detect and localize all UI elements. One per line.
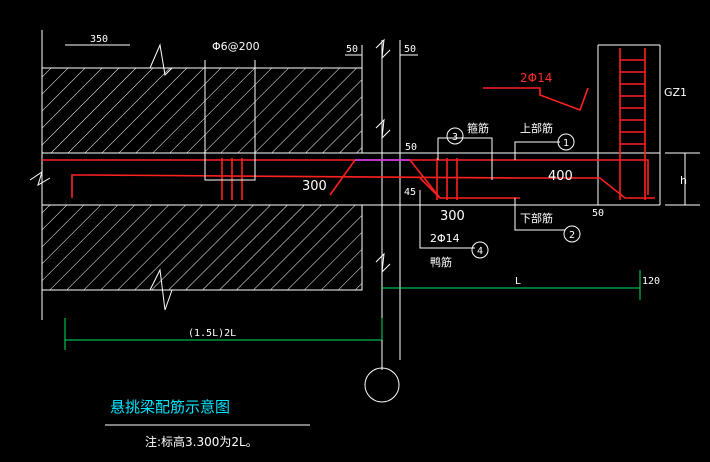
dim-50-b: 50 bbox=[404, 44, 416, 55]
dim-300-b: 300 bbox=[440, 209, 465, 224]
gz1-stirrups bbox=[620, 59, 645, 145]
bar4-num: 4 bbox=[477, 246, 483, 257]
bar3-label: 箍筋 bbox=[467, 121, 489, 135]
bar1-num: 1 bbox=[563, 138, 569, 149]
dim-50-d: 50 bbox=[592, 208, 604, 219]
axis-circle bbox=[364, 367, 400, 403]
leader-bar2 bbox=[514, 198, 565, 231]
dim-350: 350 bbox=[90, 34, 108, 45]
stirrup-label: Φ6@200 bbox=[212, 40, 260, 53]
dim-50-a: 50 bbox=[346, 44, 358, 55]
drawing-title: 悬挑梁配筋示意图 bbox=[110, 398, 230, 416]
bar3-num: 3 bbox=[452, 132, 458, 143]
gz1-label: GZ1 bbox=[664, 86, 687, 99]
bar4-size-label: 2Φ14 bbox=[430, 232, 460, 245]
dim-400: 400 bbox=[548, 169, 573, 184]
drawing-note: 注:标高3.300为2L。 bbox=[145, 434, 258, 449]
bar2-label: 下部筋 bbox=[520, 211, 553, 225]
leader-bar4 bbox=[419, 190, 475, 249]
dim-50-c: 50 bbox=[405, 142, 417, 153]
bent-bar-right bbox=[409, 159, 441, 199]
top-bar-1 bbox=[42, 159, 649, 195]
dim-15L: (1.5L)2L bbox=[188, 328, 236, 339]
top-bar-label: 2Φ14 bbox=[520, 71, 552, 85]
column-break-bottom bbox=[375, 252, 391, 274]
column-break-top bbox=[375, 38, 391, 60]
bubble-3 bbox=[446, 127, 464, 145]
dim-L: L bbox=[515, 276, 521, 287]
stirrup-leader bbox=[204, 60, 256, 181]
dim-300-a: 300 bbox=[302, 179, 327, 194]
wall-upper-left bbox=[41, 67, 363, 154]
top-bar-symbol bbox=[483, 87, 589, 112]
left-break bbox=[29, 170, 51, 187]
duck-bar-4 bbox=[419, 177, 520, 199]
bubble-4 bbox=[471, 241, 489, 259]
leader-bar3 bbox=[437, 137, 493, 180]
bubble-2 bbox=[563, 225, 581, 243]
bar2-num: 2 bbox=[569, 230, 575, 241]
leader-bar1 bbox=[514, 141, 560, 160]
break-line-top bbox=[149, 43, 173, 77]
bar1-label: 上部筋 bbox=[520, 121, 553, 135]
dim-120: 120 bbox=[642, 276, 660, 287]
bottom-bar-2 bbox=[71, 174, 655, 199]
stirrups-mid bbox=[436, 158, 458, 200]
stirrups-left bbox=[221, 158, 243, 200]
column-break-mid bbox=[375, 118, 391, 140]
break-line-bottom bbox=[149, 268, 173, 311]
dim-h: h bbox=[680, 174, 687, 187]
bent-bar-left bbox=[329, 159, 356, 196]
bar4-label: 鸭筋 bbox=[430, 255, 452, 269]
bubble-1 bbox=[557, 133, 575, 151]
wall-lower-left bbox=[41, 204, 363, 291]
dim-45: 45 bbox=[404, 187, 416, 198]
